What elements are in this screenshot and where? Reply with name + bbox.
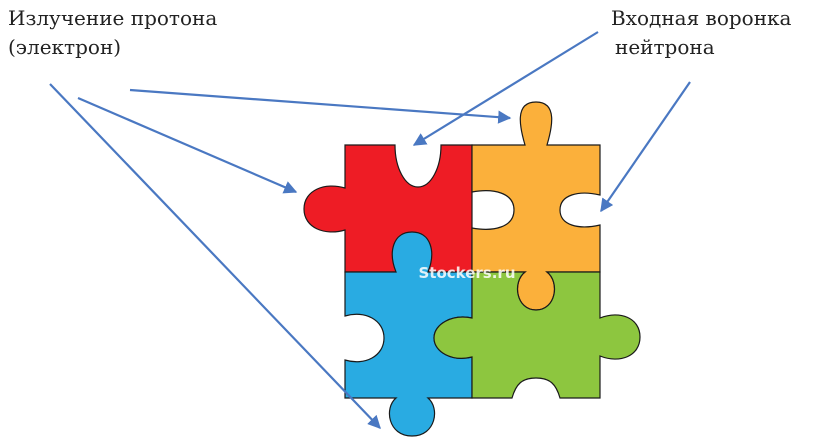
funnel-label-line2: нейтрона [615, 35, 715, 59]
arrow-to-red-notch [412, 31, 599, 146]
puzzle-piece-blue [344, 231, 473, 437]
funnel-label-line1: Входная воронка [611, 6, 792, 30]
puzzle-piece-red [303, 144, 473, 273]
funnel-label: Входная воронка нейтрона [611, 4, 791, 62]
arrow-to-blue-knob [49, 83, 381, 429]
watermark-text: Stockers.ru [418, 264, 515, 282]
emission-label-line2: (электрон) [8, 35, 122, 59]
emission-label: Излучение протона (электрон) [8, 4, 217, 62]
emission-label-line1: Излучение протона [8, 6, 218, 30]
arrow-to-orange-notch [600, 81, 691, 213]
arrow-to-red-knob [77, 96, 298, 194]
puzzle-piece-green [433, 271, 641, 399]
arrow-to-orange-knob [129, 88, 512, 124]
